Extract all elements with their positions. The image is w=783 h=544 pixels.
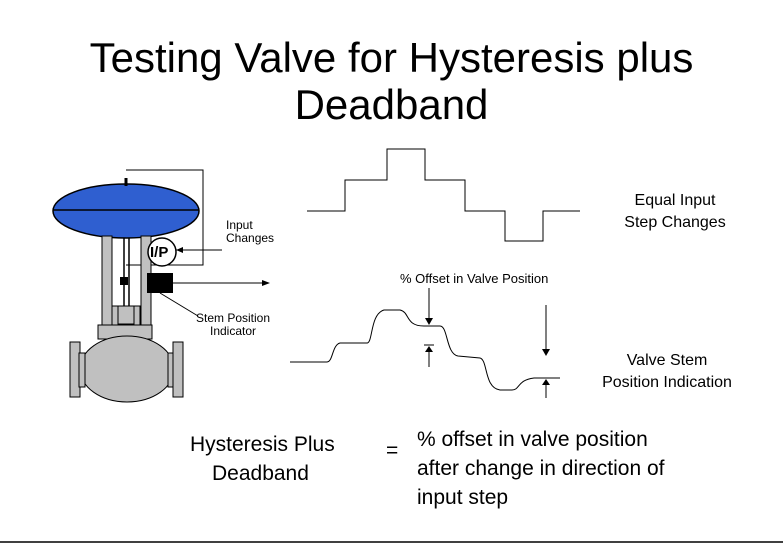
flange-right-outer <box>172 341 184 398</box>
title-line-1: Testing Valve for Hysteresis plus <box>89 34 694 81</box>
equation-lhs-line-1: Hysteresis Plus <box>190 433 335 456</box>
yoke-leg-left <box>101 235 113 327</box>
page-title: Testing Valve for Hysteresis plus Deadba… <box>0 34 783 128</box>
input-changes-line-1: Input <box>226 218 253 232</box>
equation-rhs-line-3: input step <box>417 486 509 509</box>
input-changes-line-2: Changes <box>226 231 275 245</box>
equal-input-label: Equal Input Step Changes <box>612 190 738 234</box>
packing-inner <box>117 305 135 325</box>
input-step-signal <box>307 148 580 242</box>
diaphragm-actuator <box>52 183 200 239</box>
title-line-2: Deadband <box>294 81 489 128</box>
stem-clamp <box>120 277 128 285</box>
equal-input-line-2: Step Changes <box>624 214 726 231</box>
valve-stem-response <box>290 309 560 391</box>
offset-marker-down-1 <box>425 318 433 325</box>
input-changes-arrow-head <box>176 247 183 253</box>
valve-stem-line-1: Valve Stem <box>626 352 708 369</box>
offset-marker-up-1 <box>425 346 433 352</box>
equation-rhs: % offset in valve position after change … <box>417 425 665 512</box>
offset-label: % Offset in Valve Position <box>400 271 549 286</box>
valve-stem-line-2: Position Indication <box>602 374 732 391</box>
stem-indicator-leader <box>159 292 199 317</box>
valve-body <box>79 335 175 403</box>
equation-lhs: Hysteresis Plus Deadband <box>190 430 335 488</box>
stem-indicator-label: Stem Position Indicator <box>196 312 270 338</box>
input-changes-label: Input Changes <box>226 219 274 245</box>
flange-left-inner <box>78 352 86 388</box>
ip-label: I/P <box>150 244 169 261</box>
stem-indicator-line-2: Indicator <box>210 324 257 338</box>
control-valve-illustration <box>52 169 270 403</box>
stem-position-arrow-head <box>262 280 270 286</box>
offset-marker-up-2 <box>542 379 550 385</box>
offset-marker-down-2 <box>542 349 550 356</box>
ip-transducer <box>147 237 177 267</box>
stem-position-indicator <box>147 273 173 293</box>
stem-indicator-line-1: Stem Position <box>196 311 271 325</box>
equation-rhs-line-2: after change in direction of <box>417 457 665 480</box>
equal-input-line-1: Equal Input <box>634 192 716 209</box>
equation-lhs-line-2: Deadband <box>212 462 309 485</box>
valve-stem-label: Valve Stem Position Indication <box>590 350 744 394</box>
equation-rhs-line-1: % offset in valve position <box>417 428 648 451</box>
equation-equals: = <box>386 439 399 462</box>
